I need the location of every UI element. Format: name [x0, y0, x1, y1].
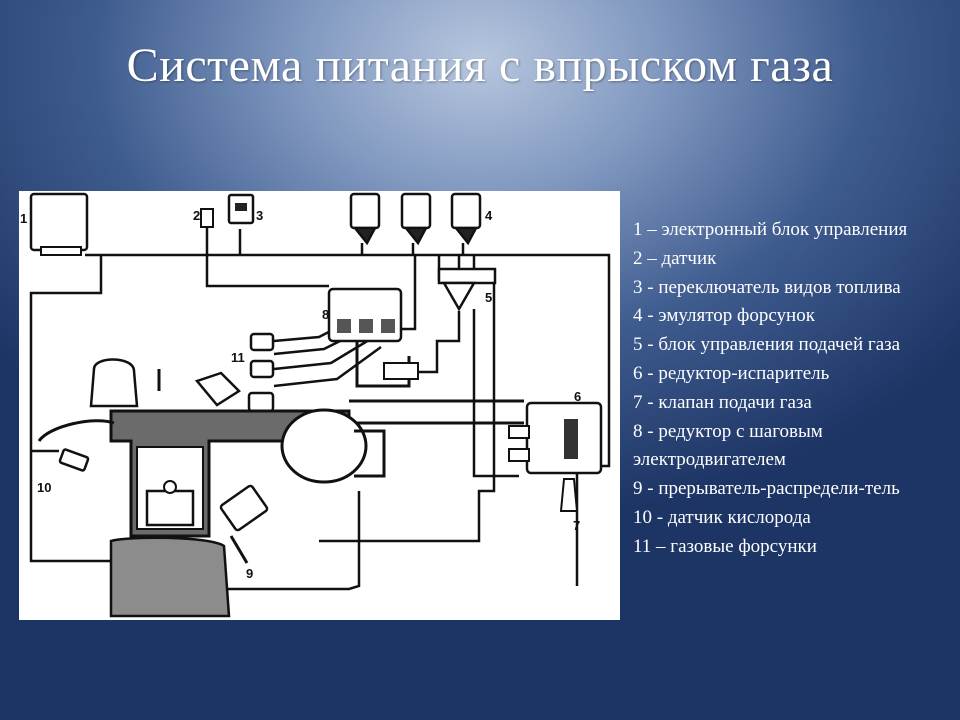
- system-diagram-drawing: 1 2 3 4 5 6 7 8 9 10 11: [20, 192, 611, 618]
- legend-list: 1 – электронный блок управления 2 – датч…: [633, 216, 953, 562]
- callout-1: 1: [20, 211, 27, 226]
- legend-item: 10 - датчик кислорода: [633, 506, 811, 528]
- fuel-switch: [227, 193, 255, 225]
- connector: [383, 362, 419, 380]
- system-diagram: 1 2 3 4 5 6 7 8 9 10 11: [19, 191, 620, 620]
- gas-injectors: [247, 332, 275, 413]
- legend-item: 11 – газовые форсунки: [633, 535, 817, 557]
- oxygen-sensor: [37, 419, 115, 472]
- callout-7: 7: [573, 518, 580, 533]
- legend-item: 6 - редуктор-испаритель: [633, 362, 830, 384]
- callout-10: 10: [37, 480, 51, 495]
- distributor: [219, 484, 269, 564]
- callout-5: 5: [485, 290, 492, 305]
- gas-control-unit: [437, 267, 497, 312]
- callout-4: 4: [485, 208, 493, 223]
- callout-2: 2: [193, 208, 200, 223]
- injector-emulators: [349, 192, 482, 246]
- legend-item: 1 – электронный блок управления: [633, 219, 908, 240]
- slide-title: Система питания с впрыском газа: [126, 39, 834, 92]
- engine-block: [89, 358, 351, 618]
- callout-9: 9: [246, 566, 253, 581]
- legend-item: 4 - эмулятор форсунок: [633, 305, 815, 327]
- callout-3: 3: [256, 208, 263, 223]
- callout-11: 11: [231, 350, 245, 365]
- sensor: [200, 208, 214, 228]
- ecu-box: [29, 192, 89, 256]
- callout-6: 6: [574, 389, 581, 404]
- legend-item: 8 - редуктор с шаговым электродвигателем: [633, 420, 823, 471]
- reducer-evaporator: [508, 401, 603, 475]
- intake-chamber: [280, 408, 368, 484]
- callout-8: 8: [322, 307, 329, 322]
- gas-valve: [559, 478, 579, 512]
- legend-item: 5 - блок управления подачей газа: [633, 334, 901, 356]
- legend-item: 7 - клапан подачи газа: [633, 391, 812, 413]
- stepper-regulator: [327, 287, 411, 388]
- legend-item: 3 - переключатель видов топлива: [633, 276, 901, 298]
- legend-item: 9 - прерыватель-распредели-тель: [633, 478, 900, 500]
- legend-item: 2 – датчик: [633, 247, 717, 269]
